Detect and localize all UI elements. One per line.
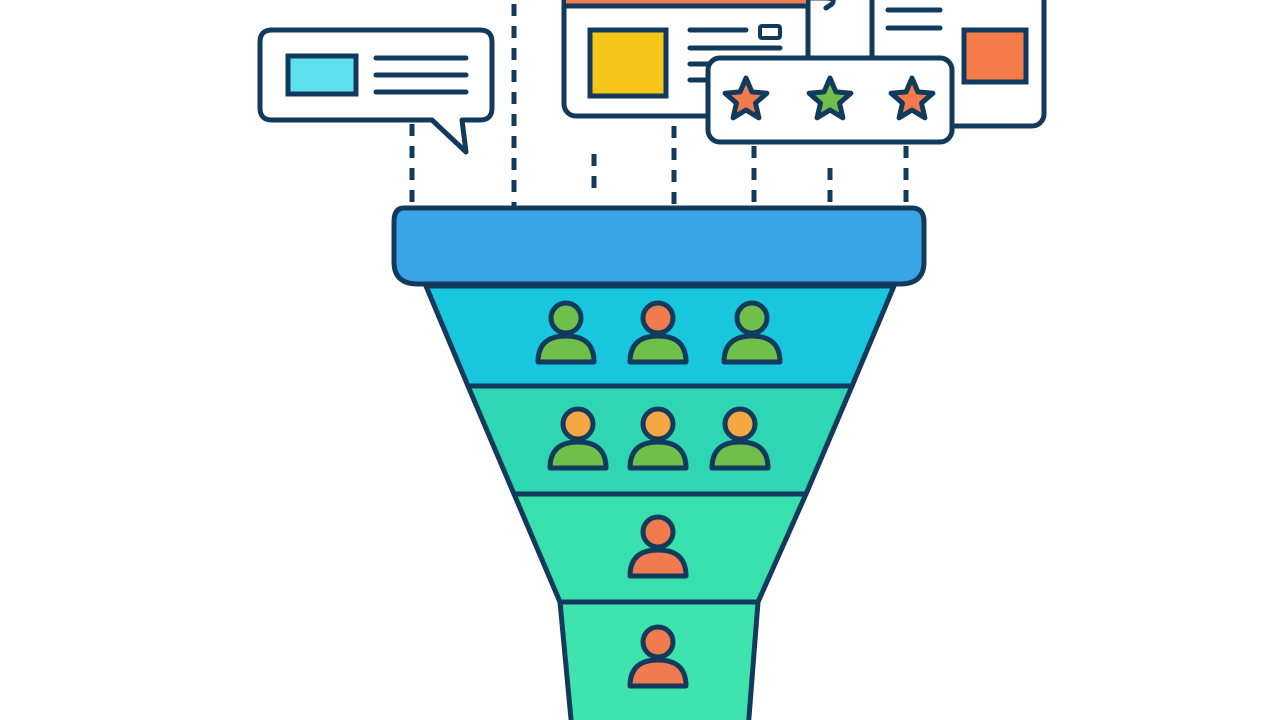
star-rating-icon <box>705 55 955 145</box>
person-icon <box>627 300 689 365</box>
article-image <box>587 27 669 99</box>
chat-thumbnail <box>285 53 359 97</box>
funnel-icon <box>391 205 927 720</box>
funnel-rim <box>391 205 927 287</box>
card-image-orange <box>961 27 1029 85</box>
dashed-connectors <box>409 4 909 206</box>
person-icon <box>627 406 689 471</box>
person-icon <box>721 300 783 365</box>
star-icon <box>888 75 936 121</box>
person-icon <box>627 514 689 579</box>
chat-bubble-icon <box>257 27 495 155</box>
star-icon <box>806 75 854 121</box>
star-icon <box>722 75 770 121</box>
person-icon <box>535 300 597 365</box>
article-header-bar <box>566 0 806 6</box>
person-icon <box>547 406 609 471</box>
person-icon <box>627 624 689 689</box>
person-icon <box>709 406 771 471</box>
